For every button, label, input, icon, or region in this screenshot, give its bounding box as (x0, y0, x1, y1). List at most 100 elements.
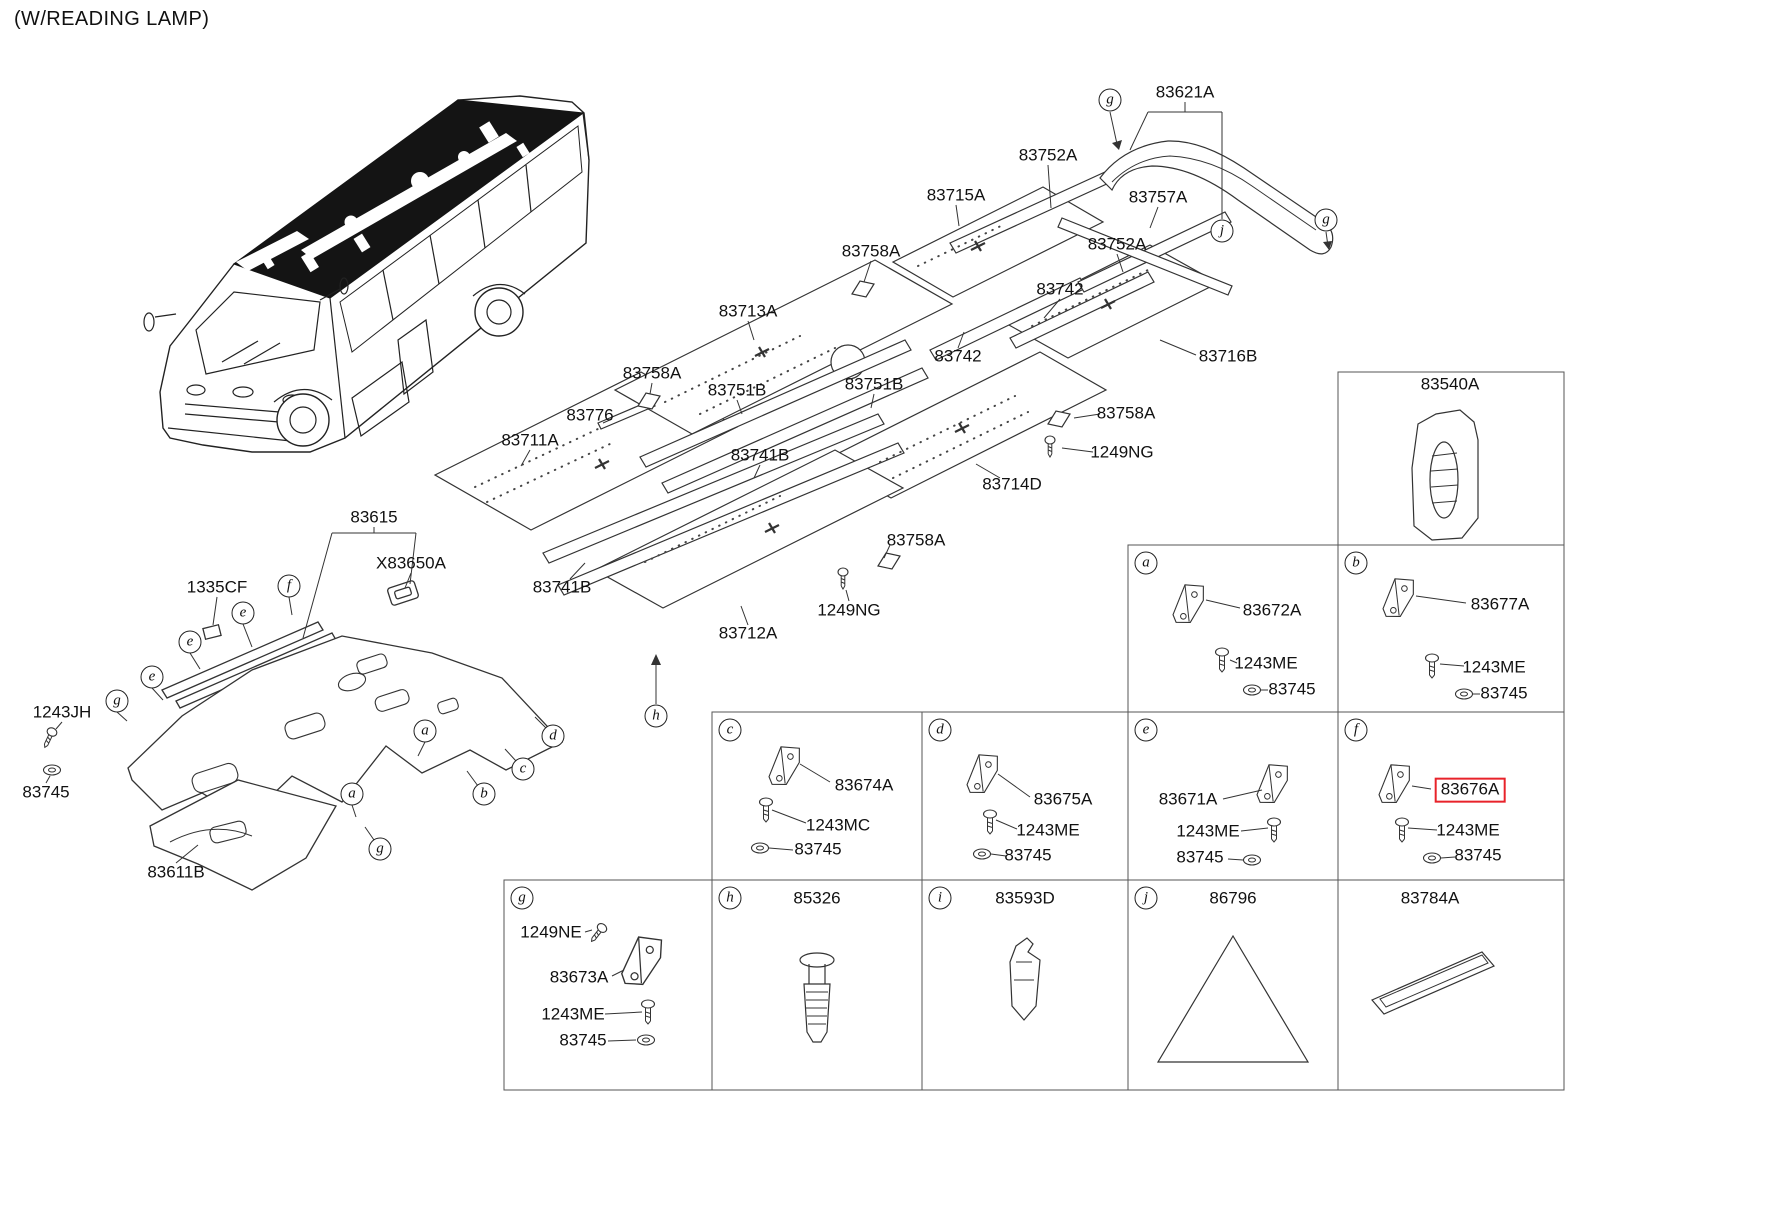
callout-g: g (105, 689, 129, 713)
callout-j: j (1210, 219, 1234, 243)
part-label-83745: 83745 (1268, 679, 1316, 699)
part-label-1243me: 1243ME (1016, 820, 1080, 840)
part-label-83745: 83745 (22, 782, 70, 802)
part-label-83677a: 83677A (1470, 594, 1530, 614)
callout-h: h (718, 886, 742, 910)
callout-e: e (140, 665, 164, 689)
part-label-86796: 86796 (1209, 888, 1257, 908)
callout-d: d (928, 718, 952, 742)
part-label-85326: 85326 (793, 888, 841, 908)
part-label-1243me: 1243ME (1462, 657, 1526, 677)
rail-83741B (557, 442, 905, 596)
part-label-83758a: 83758A (622, 363, 682, 383)
part-label-1249ng: 1249NG (1090, 442, 1154, 462)
part-label-83611b: 83611B (147, 862, 205, 882)
part-label-83776: 83776 (566, 405, 614, 425)
part-label-83758a: 83758A (841, 241, 901, 261)
part-label-83712a: 83712A (718, 623, 778, 643)
part-label-1335cf: 1335CF (186, 577, 248, 597)
callout-c: c (718, 718, 742, 742)
part-label-83742: 83742 (1036, 279, 1084, 299)
part-83540A-drawing (1411, 409, 1479, 541)
callout-a: a (1134, 551, 1158, 575)
headliner-assembly (39, 580, 564, 891)
part-label-83615: 83615 (350, 507, 398, 527)
part-label-1249ne: 1249NE (520, 922, 582, 942)
clip-1335cf (202, 623, 222, 641)
part-label-83540a: 83540A (1420, 374, 1480, 394)
panel-83712A (593, 449, 905, 609)
part-label-1243me: 1243ME (1234, 653, 1298, 673)
part-label-83716b: 83716B (1198, 346, 1258, 366)
callout-g: g (1098, 88, 1122, 112)
part-label-83745: 83745 (1176, 847, 1224, 867)
part-label-83745: 83745 (1480, 683, 1528, 703)
rail-83751B (661, 367, 929, 494)
part-83784A-drawing (1371, 951, 1495, 1015)
panel-83713A (613, 259, 954, 435)
part-label-1243me: 1243ME (1436, 820, 1500, 840)
part-label-1243jh: 1243JH (32, 702, 92, 722)
strip-83776 (597, 399, 656, 430)
part-label-83758a: 83758A (886, 530, 946, 550)
strip-83757A (1057, 217, 1233, 296)
part-label-1243me: 1243ME (1176, 821, 1240, 841)
rail-83752A (1077, 211, 1232, 293)
part-label-83593d: 83593D (995, 888, 1055, 908)
headliner-83615 (127, 635, 564, 821)
callout-a: a (340, 782, 364, 806)
part-label-1243me: 1243ME (541, 1004, 605, 1024)
part-label-83676a[interactable]: 83676A (1434, 777, 1506, 803)
part-label-83741b: 83741B (532, 577, 592, 597)
callout-e: e (1134, 718, 1158, 742)
part-label-x83650a: X83650A (376, 553, 446, 573)
bus-illustration (143, 95, 590, 453)
rail-83741B (542, 413, 885, 564)
part-label-83757a: 83757A (1128, 187, 1188, 207)
part-label-83741b: 83741B (730, 445, 790, 465)
part-label-83673a: 83673A (549, 967, 609, 987)
callout-b: b (472, 782, 496, 806)
exploded-roof-panels (433, 140, 1334, 609)
part-label-83784a: 83784A (1400, 888, 1460, 908)
callout-j: j (1134, 886, 1158, 910)
callout-e: e (178, 630, 202, 654)
part-label-83751b: 83751B (844, 374, 904, 394)
rail-83742 (1009, 271, 1155, 349)
part-label-83745: 83745 (1454, 845, 1502, 865)
part-label-83752a: 83752A (1087, 234, 1147, 254)
callout-f: f (277, 574, 301, 598)
part-label-83745: 83745 (794, 839, 842, 859)
callout-i: i (928, 886, 952, 910)
part-label-83751b: 83751B (707, 380, 767, 400)
part-label-83714d: 83714D (982, 474, 1042, 494)
part-label-83671a: 83671A (1158, 789, 1218, 809)
callout-f: f (1344, 718, 1368, 742)
part-label-83713a: 83713A (718, 301, 778, 321)
legend-part-drawings (584, 409, 1495, 1063)
legend-grid-lines (503, 371, 1565, 1091)
part-label-83715a: 83715A (926, 185, 986, 205)
callout-c: c (511, 757, 535, 781)
part-label-83674a: 83674A (834, 775, 894, 795)
panel-83715A (891, 186, 1105, 298)
part-86796-drawing (1156, 934, 1310, 1063)
callout-e: e (231, 601, 255, 625)
part-label-83752a: 83752A (1018, 145, 1078, 165)
part-85326-drawing (799, 952, 835, 1043)
part-x83650a (387, 580, 419, 606)
headliner-83611B (149, 779, 337, 891)
callout-d: d (541, 724, 565, 748)
page-title: (W/READING LAMP) (14, 8, 210, 30)
clips-83758A (637, 280, 1071, 570)
part-label-1249ng: 1249NG (817, 600, 881, 620)
part-label-83621a: 83621A (1155, 82, 1215, 102)
callout-g: g (510, 886, 534, 910)
part-label-83758a: 83758A (1096, 403, 1156, 423)
callout-h: h (644, 704, 668, 728)
part-label-83672a: 83672A (1242, 600, 1302, 620)
